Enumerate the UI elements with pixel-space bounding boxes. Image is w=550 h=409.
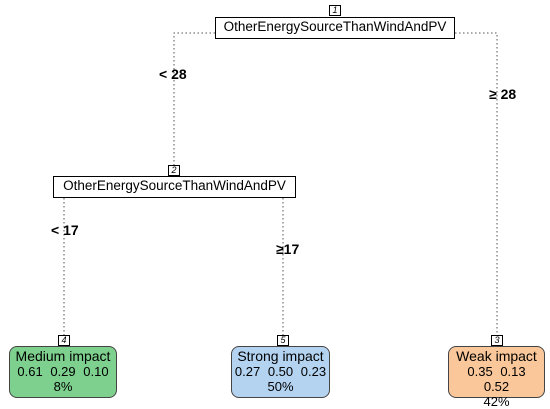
leaf-id-tag: 3 [491,335,503,346]
leaf-id-tag: 4 [58,335,70,346]
leaf-weak-impact: Weak impact 0.35 0.13 0.52 42% [448,346,545,409]
prob-value: 0.13 [500,364,526,379]
prob-value: 0.29 [50,364,76,379]
leaf-percent: 8% [53,379,73,394]
leaf-strong-impact: Strong impact 0.27 0.50 0.23 50% [231,346,330,398]
prob-value: 0.23 [300,364,327,379]
leaf-percent: 42% [483,394,510,409]
split-node-second: OtherEnergySourceThanWindAndPV [53,176,296,198]
prob-value: 0.35 [467,364,493,379]
leaf-title: Strong impact [237,348,324,364]
split-node-root: OtherEnergySourceThanWindAndPV [215,17,455,39]
prob-value: 0.50 [267,364,294,379]
edge-label: ≥ 28 [489,86,517,102]
leaf-id-tag: 5 [277,335,289,346]
edge-label: < 17 [51,222,79,238]
leaf-probabilities: 0.27 0.50 0.23 [232,364,329,379]
prob-value: 0.10 [83,364,109,379]
leaf-probabilities: 0.61 0.29 0.10 [10,364,116,379]
prob-value: 0.27 [234,364,261,379]
leaf-percent: 50% [267,379,294,394]
node-id-tag: 1 [329,5,341,16]
edge-root-right [455,32,498,340]
edge-label: < 28 [159,66,187,82]
leaf-medium-impact: Medium impact 0.61 0.29 0.10 8% [9,346,117,398]
leaf-title: Medium impact [15,348,111,364]
edge-root-left [173,32,215,184]
prob-value: 0.61 [17,364,43,379]
leaf-title: Weak impact [456,348,537,364]
leaf-probabilities: 0.35 0.13 0.52 [449,364,544,394]
edge-label: ≥17 [276,241,300,257]
node-id-tag: 2 [168,165,180,176]
prob-value: 0.52 [483,379,510,394]
